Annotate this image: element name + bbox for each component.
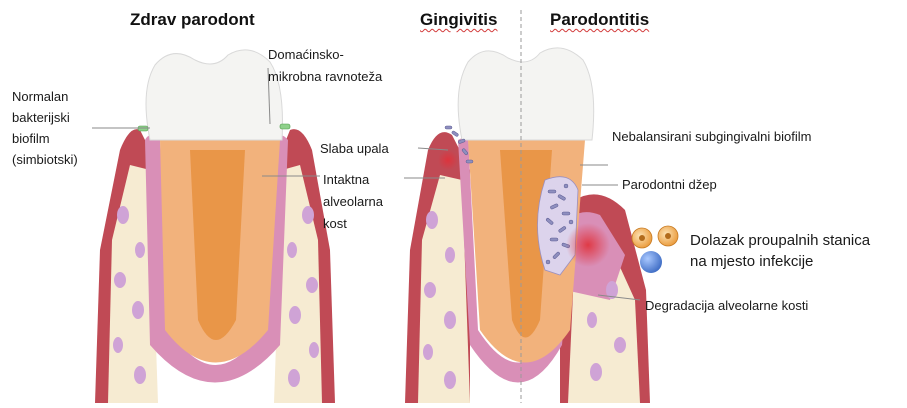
immune-cell-blue — [640, 251, 662, 273]
label-normal-biofilm-2: bakterijski — [12, 109, 70, 127]
label-proinflammatory-cells-2: na mjesto infekcije — [690, 251, 813, 272]
healthy-tooth-figure — [95, 50, 335, 403]
label-normal-biofilm-1: Normalan — [12, 88, 68, 106]
heading-periodontitis: Parodontitis — [550, 10, 649, 30]
gingivitis-inflammation — [438, 150, 458, 170]
label-normal-biofilm-3: biofilm — [12, 130, 50, 148]
healthy-crown — [146, 50, 283, 140]
heading-gingivitis: Gingivitis — [420, 10, 497, 30]
label-normal-biofilm-4: (simbiotski) — [12, 151, 78, 169]
label-host-microbe-balance-1: Domaćinsko- — [268, 46, 344, 64]
label-proinflammatory-cells-1: Dolazak proupalnih stanica — [690, 230, 870, 251]
label-periodontal-pocket: Parodontni džep — [622, 176, 717, 194]
label-host-microbe-balance-2: mikrobna ravnoteža — [268, 68, 382, 86]
periodontitis-inflammation — [566, 223, 610, 267]
heading-healthy: Zdrav parodont — [130, 10, 255, 30]
label-mild-inflammation: Slaba upala — [320, 140, 389, 158]
label-unbalanced-biofilm-text: Nebalansirani subgingivalni biofilm — [612, 129, 811, 144]
label-unbalanced-biofilm: Nebalansirani subgingivalni biofilm — [612, 128, 811, 146]
label-intact-bone-2: alveolarna — [323, 193, 383, 211]
diseased-tooth-figure — [405, 48, 650, 403]
label-intact-bone-1: Intaktna — [323, 171, 369, 189]
diseased-crown — [458, 48, 594, 140]
label-intact-bone-3: kost — [323, 215, 347, 233]
label-bone-degradation: Degradacija alveolarne kosti — [645, 297, 808, 315]
